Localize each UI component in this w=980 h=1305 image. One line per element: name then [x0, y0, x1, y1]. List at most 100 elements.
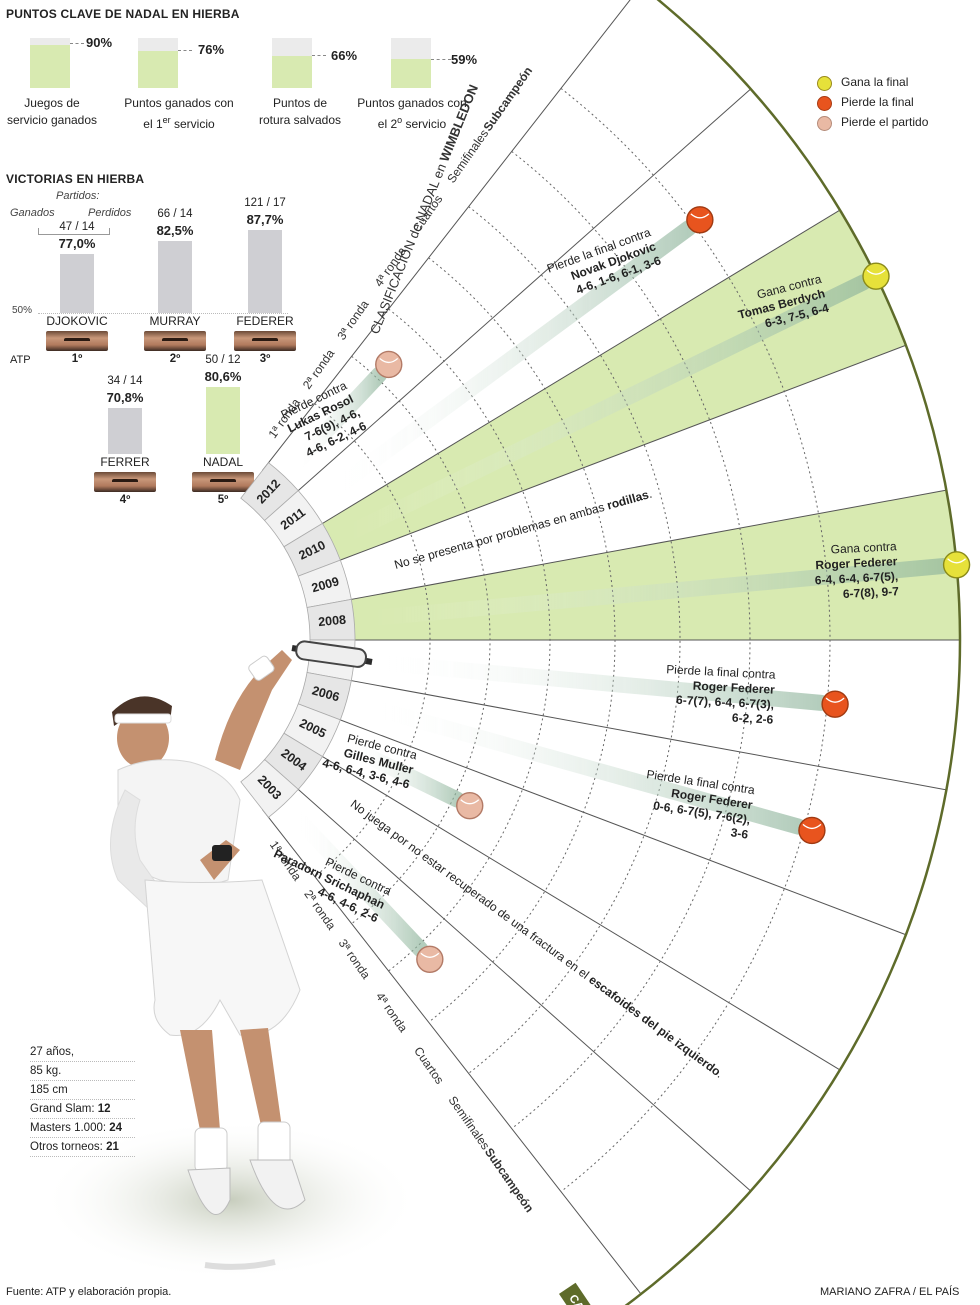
stat-row: Grand Slam: 12 — [30, 1100, 135, 1119]
wimbledon-title: CLASIFICACIÓN de NADAL en WIMBLEDON — [367, 82, 481, 336]
player-bar — [248, 230, 282, 313]
round-label: Cuartos — [411, 1044, 447, 1086]
tennis-ball-icon — [686, 206, 714, 234]
radial-line — [330, 344, 907, 565]
year-layer: 2012201120102009200820072006200520042003 — [240, 462, 356, 818]
annotation-line: 3-6 — [730, 825, 750, 841]
result-streak — [365, 654, 830, 711]
tennis-ball-icon — [942, 551, 971, 579]
key-bar-fill — [138, 51, 178, 88]
radial-line — [341, 678, 947, 791]
player-name: FEDERER — [236, 314, 294, 328]
stat-row: 185 cm — [30, 1081, 135, 1100]
radial-line — [313, 750, 841, 1071]
tennis-ball-seam — [420, 952, 440, 958]
annotation-line: 6-4, 6-4, 6-7(5), — [815, 569, 899, 587]
round-ring — [351, 355, 491, 925]
key-bar-fill — [391, 59, 431, 88]
partidos-label: Partidos: — [56, 190, 100, 202]
key-point-1: 90% — [30, 35, 150, 138]
player-pct: 77,0% — [58, 236, 96, 251]
radial-line — [290, 88, 752, 498]
result-streak — [319, 220, 697, 503]
result-streak — [289, 810, 429, 958]
player-rank: 3º — [259, 353, 271, 365]
radial-line — [261, 0, 631, 471]
round-label: 4ª ronda — [373, 990, 411, 1035]
player-record: 47 / 14 — [59, 221, 95, 233]
player-name: NADAL — [202, 455, 243, 469]
annotation-line: 6-2, 2-6 — [732, 711, 774, 727]
tennis-ball-seam — [825, 697, 845, 703]
player-photo — [192, 472, 254, 492]
player-record: 50 / 12 — [205, 354, 241, 366]
annotation-line: Pierde la final contra — [666, 662, 776, 681]
key-pct: 90% — [86, 35, 113, 50]
tennis-ball-icon — [821, 690, 849, 718]
key-point-3: 66% — [272, 38, 392, 138]
perdidos-label: Perdidos — [88, 207, 132, 219]
player-photo — [144, 331, 206, 351]
player-name: DJOKOVIC — [46, 314, 108, 328]
champion-tag-bg — [558, 1282, 619, 1305]
tennis-ball-icon — [862, 262, 890, 290]
result-streak — [365, 558, 951, 626]
player-record: 34 / 14 — [107, 375, 143, 387]
round-label: Semifinales — [446, 1093, 493, 1152]
player-name: MURRAY — [149, 314, 201, 328]
tennis-ball-seam — [866, 269, 886, 275]
legend-pierde-final-icon — [817, 96, 832, 111]
annotation-line: Roger Federer — [815, 554, 898, 572]
annotation-line: Roger Federer — [693, 679, 776, 697]
atp-label: ATP — [10, 354, 31, 366]
stat-row: Masters 1.000: 24 — [30, 1119, 135, 1138]
key-bar-fill — [272, 56, 312, 88]
tennis-ball-icon — [456, 792, 484, 820]
result-streak — [342, 739, 466, 808]
key-dash — [178, 50, 192, 51]
player-photo — [46, 331, 108, 351]
round-label: Subcampeón — [482, 1145, 537, 1215]
key-bar-bg — [138, 38, 178, 88]
player-bar — [206, 387, 240, 454]
annotation-line: 6-7(7), 6-4, 6-7(3), — [676, 693, 775, 712]
year-cell — [240, 758, 299, 818]
year-label: 2008 — [318, 613, 347, 629]
tennis-ball-icon — [375, 350, 403, 379]
player-name: FERRER — [100, 455, 150, 469]
key-dash — [431, 59, 451, 60]
player-rank: 5º — [217, 494, 229, 506]
nadal-player-illustration — [40, 640, 420, 1280]
tennis-ball-icon — [798, 816, 826, 845]
bracket-line — [38, 228, 110, 235]
player-rank: 4º — [119, 494, 131, 506]
result-streak — [357, 697, 807, 835]
result-streak — [289, 366, 388, 470]
round-ring — [511, 151, 751, 1129]
radial-line — [330, 715, 907, 936]
key-point-2: 76% — [138, 38, 258, 138]
key-dash — [70, 43, 84, 44]
player-pct: 87,7% — [246, 212, 284, 227]
champion-tag: CAMPEÓN — [558, 1282, 619, 1305]
player-bar — [108, 408, 142, 454]
key-dash — [312, 55, 326, 56]
tennis-ball-seam — [947, 558, 967, 564]
tennis-ball-seam — [460, 799, 480, 805]
key-bar-fill — [30, 45, 70, 88]
champion-arc — [624, 0, 962, 1305]
stat-row: 27 años, — [30, 1043, 135, 1062]
tennis-ball-seam — [379, 357, 399, 364]
key-points-title: PUNTOS CLAVE DE NADAL EN HIERBA — [6, 7, 240, 21]
legend-pierde-final-label: Pierde la final — [841, 95, 914, 109]
player-photo — [234, 331, 296, 351]
round-ring — [560, 87, 831, 1193]
footer-source: Fuente: ATP y elaboración propia. — [6, 1286, 172, 1298]
legend-pierde-partido-label: Pierde el partido — [841, 115, 929, 129]
radial-line — [261, 809, 642, 1295]
key-pct: 59% — [451, 52, 478, 67]
